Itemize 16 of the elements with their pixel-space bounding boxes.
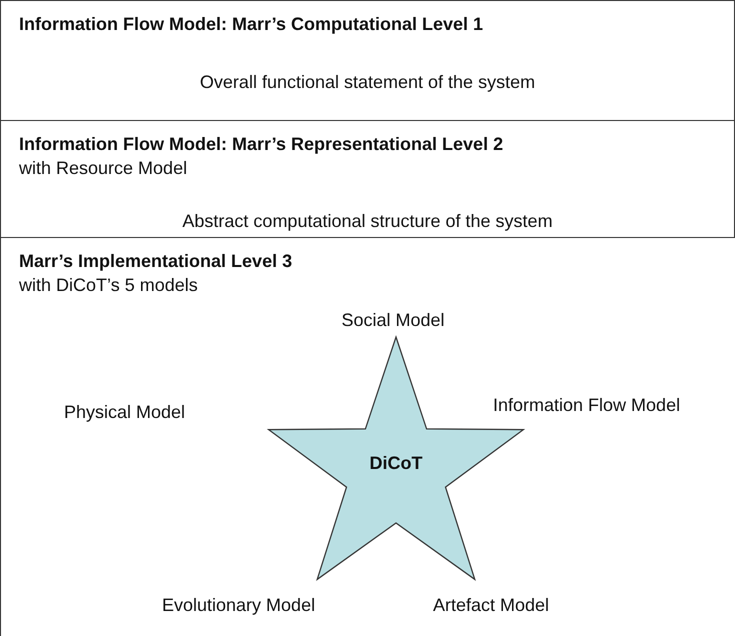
star-label: DiCoT — [368, 452, 424, 475]
model-label: Information Flow Model — [493, 394, 682, 417]
model-label: Evolutionary Model — [162, 594, 316, 617]
level-description: Overall functional statement of the system — [198, 71, 536, 94]
level-description: with Resource Model — [19, 157, 188, 180]
level-description: with DiCoT’s 5 models — [19, 274, 198, 297]
level-heading: Information Flow Model: Marr’s Representational Level 2 — [19, 133, 504, 156]
level-band — [0, 120, 735, 237]
model-label: Artefact Model — [433, 594, 550, 617]
level-band — [0, 0, 735, 120]
model-label: Social Model — [340, 309, 446, 332]
level-band — [0, 237, 735, 636]
model-label: Physical Model — [64, 401, 186, 424]
level-heading: Marr’s Implementational Level 3 — [19, 250, 292, 273]
level-heading: Information Flow Model: Marr’s Computational Level 1 — [19, 13, 484, 36]
level-description: Abstract computational structure of the system — [181, 210, 554, 233]
